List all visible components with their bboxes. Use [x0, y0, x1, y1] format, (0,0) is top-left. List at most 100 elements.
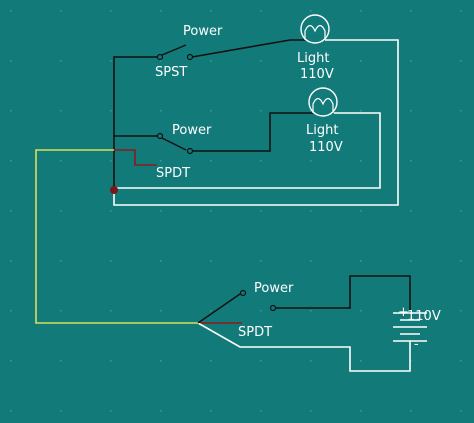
grid-dot	[260, 60, 262, 62]
grid-dot	[210, 110, 212, 112]
grid-dot	[460, 210, 462, 212]
grid-dot	[410, 260, 412, 262]
grid-dot	[110, 410, 112, 412]
top-spst-feed-wire	[113, 56, 158, 150]
grid-dot	[310, 260, 312, 262]
grid-dot	[160, 360, 162, 362]
grid-dot	[410, 10, 412, 12]
grid-dot	[460, 260, 462, 262]
top-spst-switch: Power SPST	[155, 24, 223, 80]
bottom-output-wire	[275, 275, 411, 312]
top-switch-title: Power	[183, 24, 223, 39]
grid-dot	[460, 110, 462, 112]
grid-dot	[360, 260, 362, 262]
grid-dot	[460, 410, 462, 412]
middle-lamp-bulb-icon	[308, 87, 338, 117]
grid-dot	[60, 360, 62, 362]
grid-dot	[110, 160, 112, 162]
grid-dot	[60, 10, 62, 12]
grid-dot	[10, 410, 12, 412]
grid-dot	[460, 10, 462, 12]
grid-dot	[310, 410, 312, 412]
junction-dot	[110, 186, 118, 194]
grid-dot	[110, 360, 112, 362]
bottom-switch-title: Power	[254, 281, 294, 296]
grid-dot	[260, 210, 262, 212]
grid-dot	[110, 60, 112, 62]
grid-dot	[260, 410, 262, 412]
grid-dot	[360, 310, 362, 312]
grid-dot	[260, 160, 262, 162]
middle-switch-title: Power	[172, 123, 212, 138]
grid-dot	[260, 310, 262, 312]
top-lamp-voltage: 110V	[300, 67, 334, 82]
middle-spdt-switch: Power SPDT	[156, 123, 212, 181]
grid-dot	[410, 210, 412, 212]
grid-dot	[360, 360, 362, 362]
grid-dot	[410, 160, 412, 162]
grid-dot	[310, 110, 312, 112]
top-switch-type: SPST	[155, 65, 187, 80]
middle-spdt-output-wire	[192, 112, 313, 152]
grid-dot	[10, 360, 12, 362]
grid-dot	[160, 10, 162, 12]
grid-dot	[460, 160, 462, 162]
grid-dot	[310, 360, 312, 362]
grid-dot	[160, 310, 162, 312]
grid-dot	[60, 210, 62, 212]
grid-dot	[410, 60, 412, 62]
source-minus: -	[414, 337, 419, 352]
grid-dot	[360, 60, 362, 62]
source-plus: +	[398, 305, 409, 320]
grid-dot	[210, 260, 212, 262]
grid-dot	[360, 110, 362, 112]
grid-dot	[210, 210, 212, 212]
grid-dot	[210, 360, 212, 362]
grid-dot	[60, 410, 62, 412]
grid-dot	[60, 310, 62, 312]
middle-lamp-voltage: 110V	[309, 140, 343, 155]
grid-dot	[10, 110, 12, 112]
top-lamp: Light 110V	[297, 14, 334, 82]
grid-dot	[110, 260, 112, 262]
grid-dot	[10, 60, 12, 62]
source-voltage: 110V	[407, 309, 441, 324]
grid-dot	[260, 260, 262, 262]
grid-dot	[310, 310, 312, 312]
grid-dot	[210, 410, 212, 412]
grid-dot	[110, 10, 112, 12]
grid-dot	[460, 60, 462, 62]
grid-dot	[160, 410, 162, 412]
grid-dot	[60, 60, 62, 62]
grid-dot	[160, 210, 162, 212]
top-spst-output-wire	[191, 39, 305, 58]
grid-dot	[110, 110, 112, 112]
grid-dot	[10, 10, 12, 12]
bottom-spdt-switch: Power SPDT	[197, 281, 294, 340]
grid-dot	[60, 260, 62, 262]
grid-dot	[210, 60, 212, 62]
grid-dot	[60, 110, 62, 112]
middle-lamp-title: Light	[306, 123, 338, 138]
bottom-switch-type: SPDT	[238, 325, 272, 340]
grid-dot	[160, 160, 162, 162]
grid-dot	[410, 110, 412, 112]
grid-dot	[460, 310, 462, 312]
red-traveller-wire	[114, 149, 157, 166]
top-lamp-bulb-icon	[300, 14, 330, 44]
middle-lamp: Light 110V	[306, 87, 343, 155]
grid-dot	[10, 310, 12, 312]
grid-dot	[360, 10, 362, 12]
middle-switch-type: SPDT	[156, 166, 190, 181]
grid-dot	[310, 60, 312, 62]
grid-dot	[310, 210, 312, 212]
top-lamp-return-wire	[113, 39, 399, 206]
grid-dots	[10, 10, 462, 412]
voltage-source	[393, 312, 427, 348]
grid-dot	[10, 260, 12, 262]
grid-dot	[360, 210, 362, 212]
bottom-white-wire	[197, 322, 411, 372]
grid-dot	[160, 260, 162, 262]
grid-dot	[110, 210, 112, 212]
